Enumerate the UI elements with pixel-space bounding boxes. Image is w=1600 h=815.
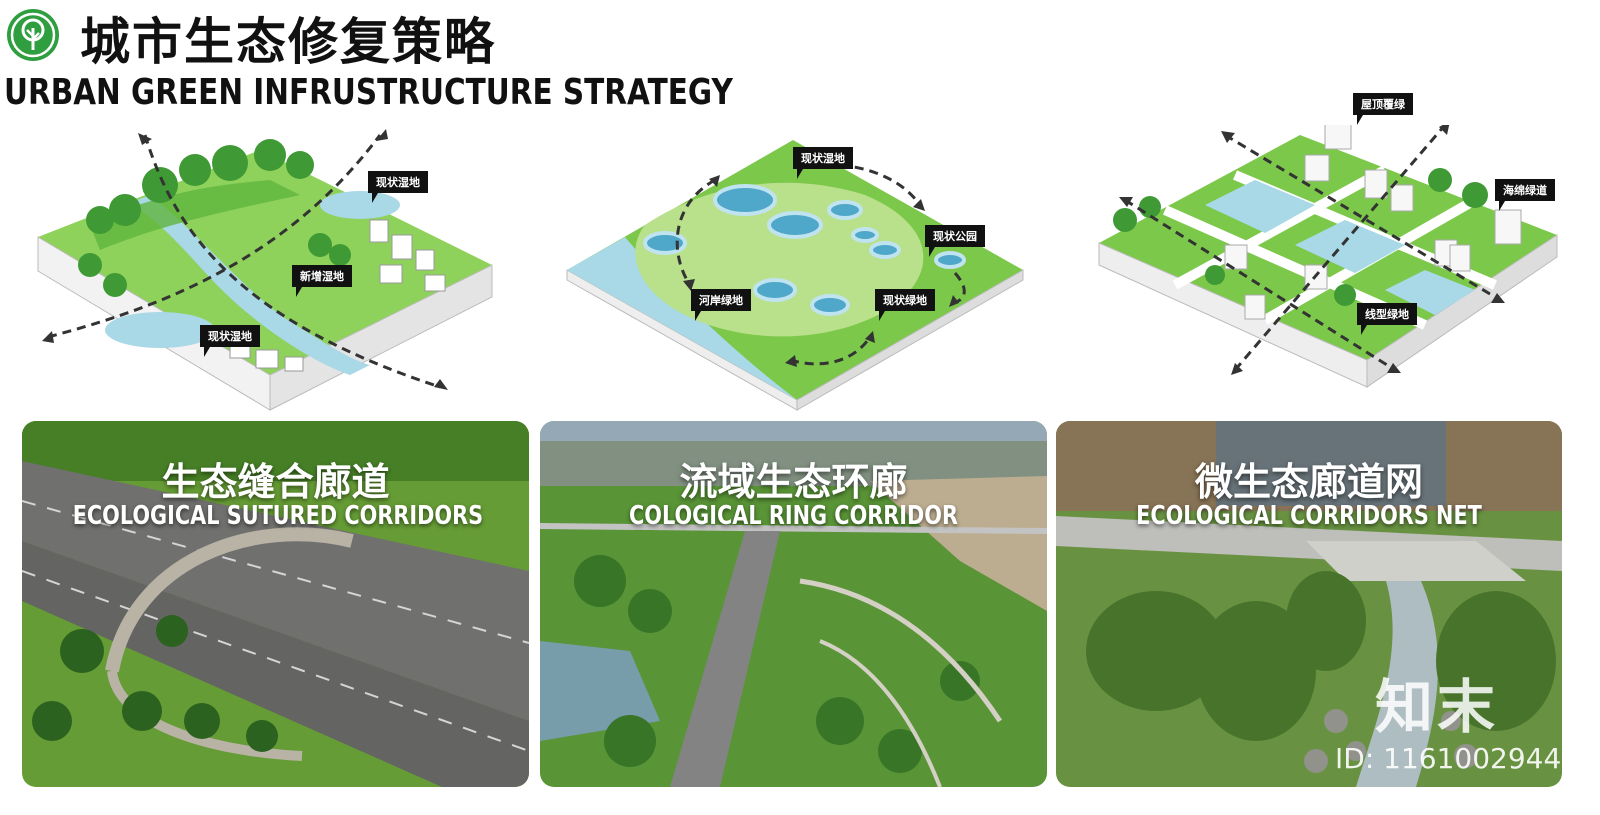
callout-label: 新增湿地 — [292, 265, 352, 297]
tree-icon — [7, 9, 59, 61]
photo-title-cn: 流域生态环廊 — [679, 460, 908, 504]
photo-corridors-net: 微生态廊道网 ECOLOGICAL CORRIDORS NET — [1056, 421, 1562, 787]
photo-sutured-corridors: 生态缝合廊道 ECOLOGICAL SUTURED CORRIDORS — [22, 421, 529, 787]
photo-ring-corridor: 流域生态环廊 COLOGICAL RING CORRIDOR — [540, 421, 1047, 787]
highway-bridge-image — [22, 421, 529, 787]
callout-label: 现状湿地 — [793, 147, 853, 179]
callout-label: 屋顶覆绿 — [1353, 93, 1413, 125]
isometric-wetland-illustration — [37, 129, 493, 411]
diagram-wetland: 现状湿地 新增湿地 现状湿地 — [30, 125, 510, 415]
photo-title-en: COLOGICAL RING CORRIDOR — [629, 501, 958, 531]
photo-title-en: ECOLOGICAL SUTURED CORRIDORS — [72, 501, 484, 531]
rain-garden-image — [1056, 421, 1562, 787]
watermark-id: ID: 1161002944 — [1335, 742, 1562, 775]
callout-label: 现状公园 — [925, 225, 985, 257]
callout-label: 现状绿地 — [875, 289, 935, 321]
river-park-aerial-image — [540, 421, 1047, 787]
diagram-urban-grid: 屋顶覆绿 海绵绿道 线型绿地 — [1095, 93, 1565, 415]
callout-label: 线型绿地 — [1357, 303, 1417, 335]
page-subtitle: URBAN GREEN INFRUSTRUCTURE STRATEGY — [4, 72, 733, 113]
watermark-brand: 知末 — [1375, 673, 1500, 741]
callout-label: 河岸绿地 — [691, 289, 751, 321]
page-title: 城市生态修复策略 — [80, 13, 496, 71]
callout-label: 海绵绿道 — [1495, 179, 1555, 211]
callout-label: 现状湿地 — [200, 325, 260, 357]
photo-title-en: ECOLOGICAL CORRIDORS NET — [1136, 501, 1482, 531]
isometric-grid-illustration — [1098, 125, 1558, 388]
photo-title-cn: 微生态廊道网 — [1194, 460, 1423, 504]
callout-label: 现状湿地 — [368, 171, 428, 203]
header: 城市生态修复策略 URBAN GREEN INFRUSTRUCTURE STRA… — [0, 0, 1600, 120]
diagram-ring-park: 现状湿地 现状公园 河岸绿地 现状绿地 — [565, 125, 1030, 415]
photo-title-cn: 生态缝合廊道 — [161, 460, 390, 504]
